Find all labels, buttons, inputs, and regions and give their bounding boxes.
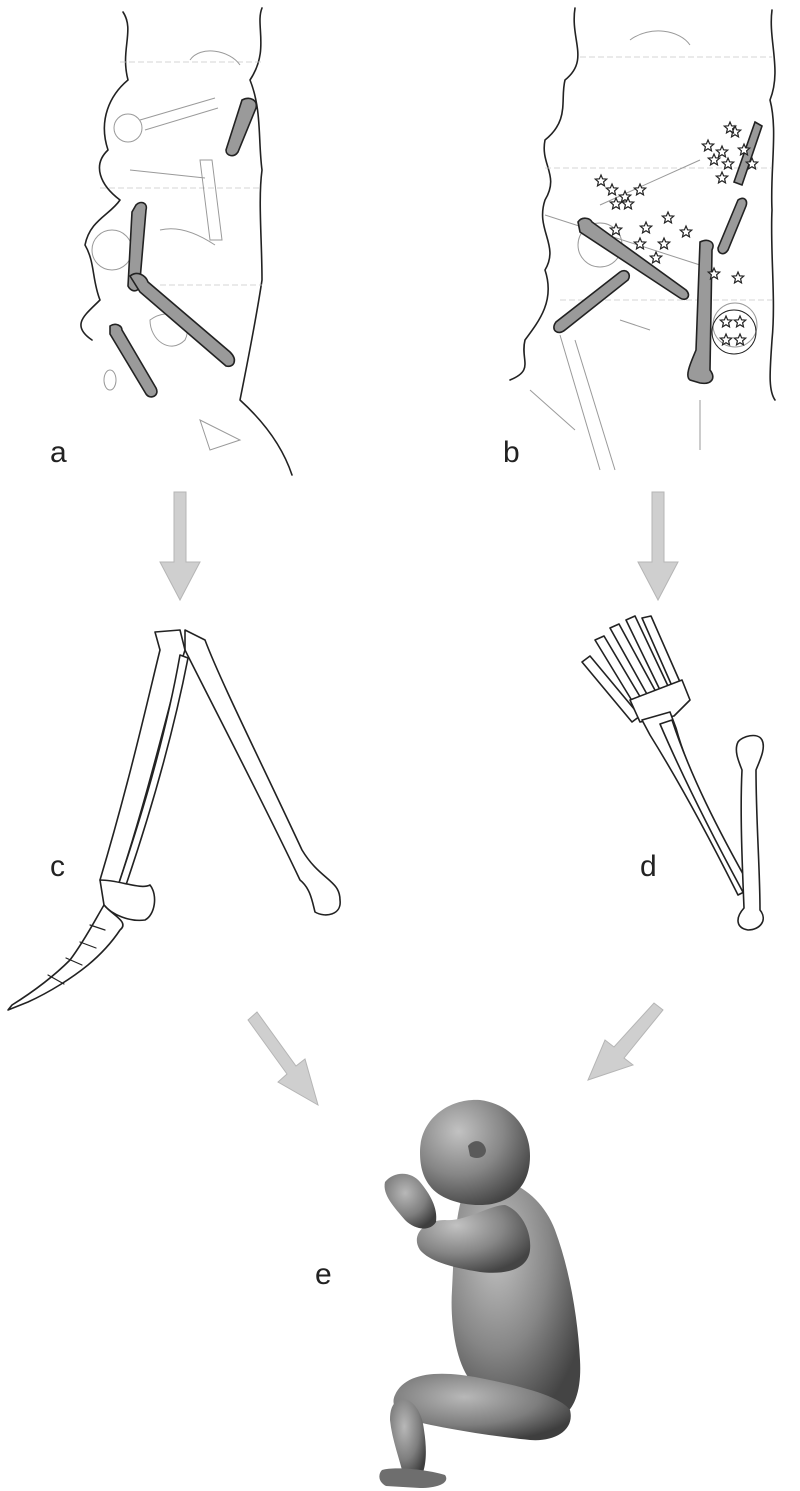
star-marker (722, 158, 733, 169)
star-marker (716, 172, 727, 183)
panel-d-arm-skeleton: d (582, 616, 763, 930)
panel-a-faint-bones (92, 51, 240, 450)
star-marker (720, 316, 731, 327)
star-marker (662, 212, 673, 223)
panel-a-site-plan: a (50, 8, 292, 475)
panel-d-humerus (736, 736, 763, 930)
panel-b-bone-4 (554, 271, 629, 333)
star-marker (658, 238, 669, 249)
panel-d-label: d (640, 850, 657, 883)
panel-e-label: e (315, 1258, 332, 1291)
star-marker (734, 334, 745, 345)
star-marker (606, 184, 617, 195)
panel-e-foot (379, 1468, 446, 1488)
panel-c-label: c (50, 850, 65, 883)
star-marker (640, 222, 651, 233)
star-marker (610, 224, 621, 235)
arrow-a-to-c (160, 492, 200, 600)
panel-d-hand (582, 616, 690, 722)
panel-c-foot (8, 905, 123, 1010)
panel-a-label: a (50, 436, 67, 469)
star-marker (732, 272, 743, 283)
panel-b-bone-3 (578, 218, 688, 299)
panel-b-bone-2 (718, 198, 747, 253)
star-marker (734, 316, 745, 327)
star-marker (702, 140, 713, 151)
panel-c-leg-skeleton: c (8, 630, 340, 1010)
panel-b-label: b (503, 436, 520, 469)
panel-b-pit-outline-right (770, 10, 775, 400)
arrow-b-to-d (638, 492, 678, 600)
panel-c-femur (185, 630, 340, 915)
star-marker (650, 252, 661, 263)
panel-a-bone-4 (110, 324, 157, 397)
panel-e-body-reconstruction: e (315, 1100, 580, 1488)
arrow-c-to-e (248, 1012, 318, 1105)
panel-a-bone-3 (130, 274, 234, 367)
star-marker (716, 146, 727, 157)
panel-a-pit-outline-right (240, 8, 292, 475)
arrow-d-to-e (588, 1003, 663, 1080)
panel-b-site-plan: b (503, 8, 775, 470)
star-marker (595, 175, 606, 186)
star-marker (680, 226, 691, 237)
panel-a-pit-outline-left (81, 12, 128, 340)
panel-c-tibia (100, 630, 185, 886)
star-marker (708, 154, 719, 165)
panel-a-bone-1 (226, 98, 256, 155)
